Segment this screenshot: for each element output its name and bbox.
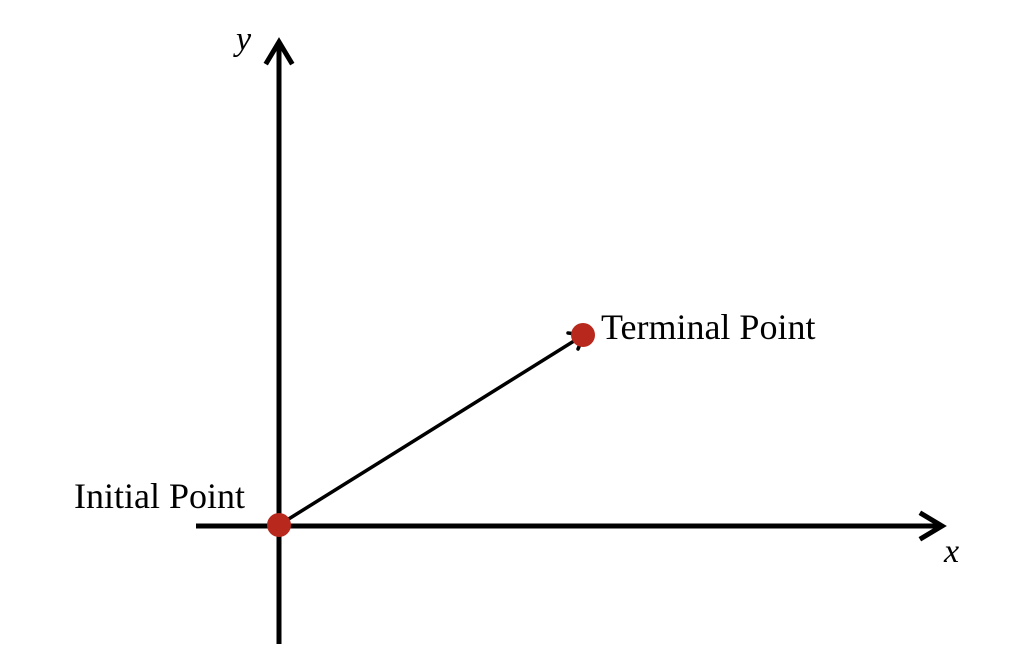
x-axis	[196, 510, 947, 542]
y-axis-label: y	[233, 21, 252, 58]
y-axis-arrowhead	[263, 37, 295, 66]
initial-point-label: Initial Point	[74, 476, 245, 516]
terminal-point-marker	[571, 323, 595, 347]
initial-point-marker	[267, 513, 291, 537]
vector-shaft	[278, 334, 583, 527]
y-axis	[263, 37, 295, 644]
vector-arrow	[278, 331, 587, 527]
x-axis-arrowhead	[918, 510, 947, 542]
terminal-point-label: Terminal Point	[601, 307, 815, 347]
x-axis-label: x	[943, 533, 959, 570]
